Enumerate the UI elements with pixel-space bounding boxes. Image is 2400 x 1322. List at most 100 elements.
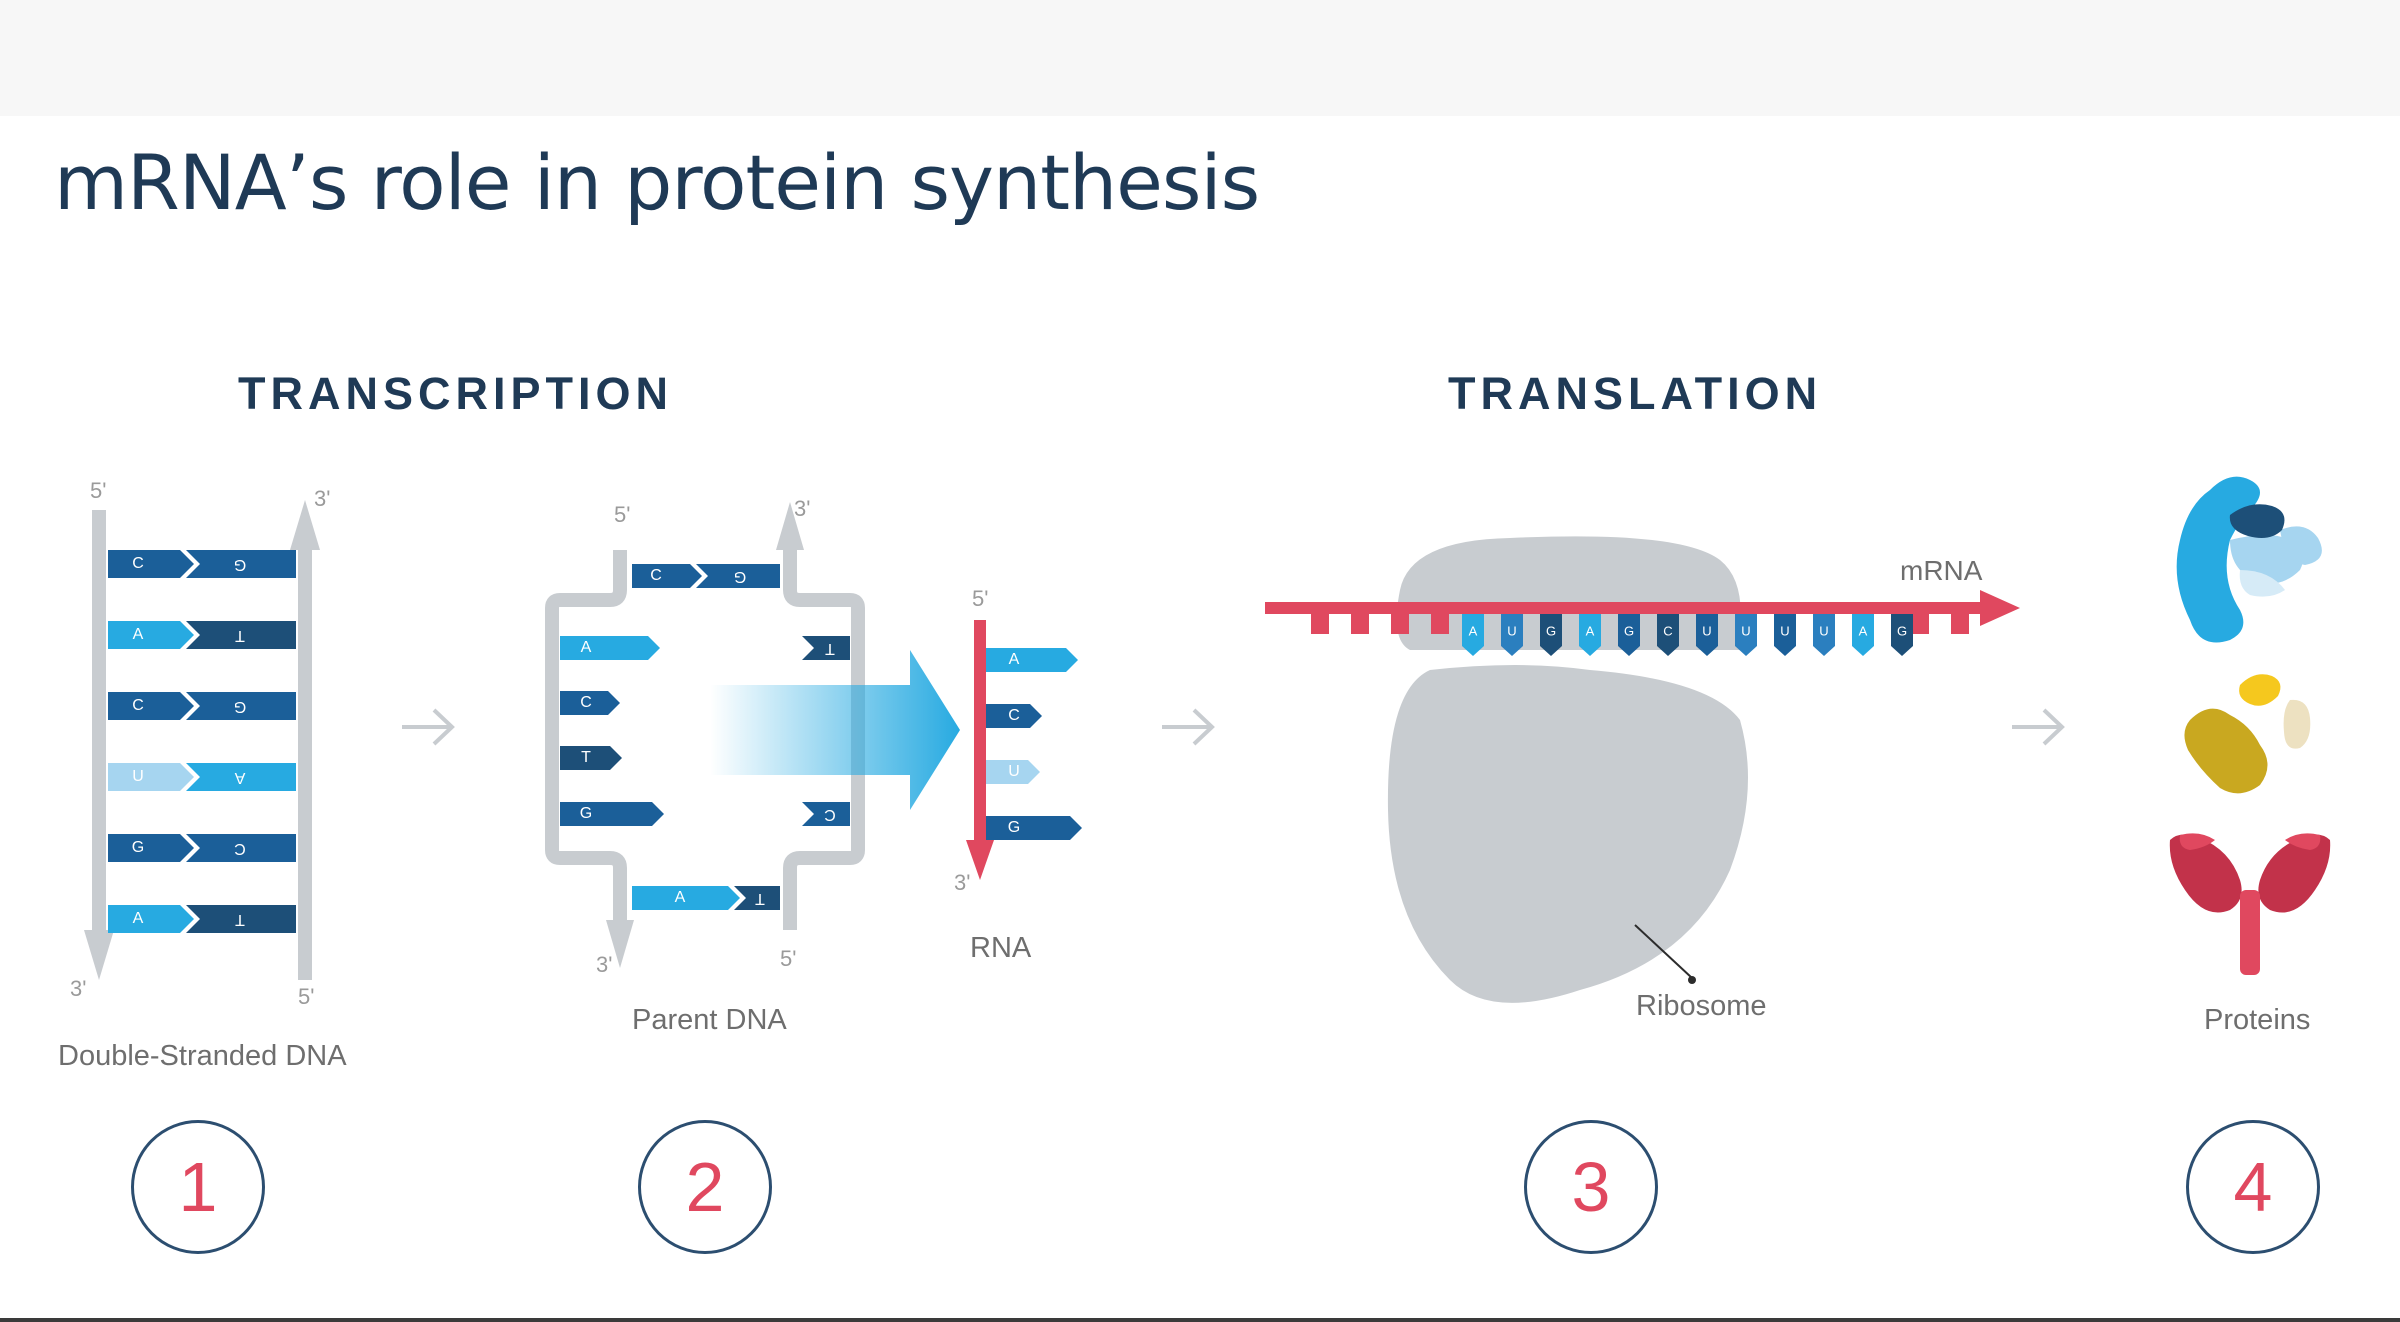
rna-base-letter: C — [1008, 707, 1020, 724]
rna-label-5: 5' — [972, 586, 988, 611]
dna1-label-5-bottom: 5' — [298, 984, 314, 1009]
dna-base-left — [108, 621, 194, 649]
parent-dna-base-letter: T — [825, 640, 835, 657]
parent-dna-base-letter: A — [581, 639, 592, 656]
dna2-label-5-bottom: 5' — [780, 946, 796, 971]
label-proteins: Proteins — [2204, 1004, 2311, 1036]
ribosome-pointer — [1634, 924, 1693, 979]
page-title: mRNA’s role in protein synthesis — [54, 138, 1260, 227]
proteins-diagram — [2169, 476, 2331, 975]
dna-base-right — [186, 692, 296, 720]
dna-base-right — [186, 834, 296, 862]
dna1-label-3-top: 3' — [314, 486, 330, 511]
mrna-codon-base — [1852, 614, 1874, 656]
mrna-codon-letter: U — [1741, 623, 1750, 638]
ribosome-large-subunit — [1387, 665, 1748, 1003]
rna-base-letter: U — [1008, 763, 1020, 780]
dna-base-left — [108, 692, 194, 720]
rna-base — [986, 704, 1042, 728]
dna-base-left — [108, 763, 194, 791]
rna-base-letter: G — [1008, 819, 1020, 836]
dna1-label-3-bottom: 3' — [70, 976, 86, 1001]
parent-dna-left-arrowhead — [606, 920, 634, 968]
dna-base-left-letter: G — [132, 839, 144, 856]
mrna-codon-base — [1540, 614, 1562, 656]
mrna-tick — [1351, 614, 1369, 634]
mrna-tick — [1391, 614, 1409, 634]
protein-red-antibody-icon — [2169, 833, 2331, 975]
parent-dna-left-base — [560, 746, 622, 770]
dna-base-left-letter: C — [132, 555, 144, 572]
dna-base-left-letter: C — [132, 697, 144, 714]
mrna-codon-base — [1657, 614, 1679, 656]
parent-dna-left-strand — [545, 550, 627, 930]
parent-dna-right-base — [802, 636, 850, 660]
dna-base-left-letter: A — [133, 626, 144, 643]
mrna-codon-letter: C — [1663, 623, 1672, 638]
step-circle-3: 3 — [1524, 1120, 1658, 1254]
dna2-label-5-top: 5' — [614, 502, 630, 527]
mrna-codon-letter: U — [1780, 623, 1789, 638]
step-circle-1: 1 — [131, 1120, 265, 1254]
mrna-codon-letter: U — [1702, 623, 1711, 638]
protein-blue-icon — [2176, 476, 2322, 643]
step-circle-2: 2 — [638, 1120, 772, 1254]
parent-dna-left-base — [560, 636, 660, 660]
parent-dna-base-letter: A — [675, 889, 686, 906]
dna-base-right — [186, 550, 296, 578]
dna-base-left — [108, 550, 194, 578]
dna-base-left-letter: U — [132, 768, 144, 785]
ribosome-pointer-dot — [1688, 976, 1696, 984]
dna-backbone-right-arrowhead — [290, 500, 320, 550]
rna-backbone-arrowhead — [966, 840, 994, 880]
dna-backbone-left-arrowhead — [84, 930, 114, 980]
rna-base — [986, 760, 1040, 784]
parent-dna-left-base — [560, 802, 664, 826]
dna1-label-5-top: 5' — [90, 478, 106, 503]
parent-dna-bottom-right-base — [734, 886, 780, 910]
parent-dna-base-letter: T — [581, 749, 591, 766]
mrna-tick — [1951, 614, 1969, 634]
mrna-codon-letter: U — [1819, 623, 1828, 638]
mrna-tick — [1431, 614, 1449, 634]
dna-base-right-letter: C — [234, 840, 246, 857]
parent-dna-left-base — [560, 691, 620, 715]
section-heading-translation: TRANSLATION — [1448, 368, 1823, 419]
dna-base-right — [186, 905, 296, 933]
dna-backbone-left — [92, 510, 106, 940]
dna-base-right-letter: G — [234, 698, 246, 715]
mrna-codon-base — [1618, 614, 1640, 656]
parent-dna-bottom-left-base — [632, 886, 740, 910]
parent-dna-base-letter: T — [755, 890, 765, 907]
parent-dna-top-left-base — [632, 564, 702, 588]
dna-backbone-right — [298, 540, 312, 980]
label-double-stranded-dna: Double-Stranded DNA — [58, 1040, 347, 1072]
mrna-codon-base — [1813, 614, 1835, 656]
dna2-label-3-top: 3' — [794, 496, 810, 521]
mrna-codon-letter: U — [1507, 623, 1516, 638]
mrna-codon-base — [1501, 614, 1523, 656]
label-ribosome: Ribosome — [1636, 990, 1767, 1022]
parent-dna-base-letter: C — [650, 567, 662, 584]
parent-dna-right-arrowhead — [776, 502, 804, 550]
rna-backbone — [974, 620, 986, 850]
mrna-codon-letter: G — [1546, 623, 1556, 638]
flow-arrow-3 — [2012, 708, 2065, 746]
flow-arrow-1 — [402, 708, 455, 746]
parent-dna-base-letter: G — [734, 568, 746, 585]
mrna-codon-letter: A — [1859, 623, 1868, 638]
parent-dna-base-letter: C — [580, 694, 592, 711]
mrna-tick — [1911, 614, 1929, 634]
mrna-codon-base — [1891, 614, 1913, 656]
parent-dna-top-right-base — [696, 564, 780, 588]
dna-base-right-letter: T — [235, 627, 245, 644]
dna-base-right-letter: T — [235, 911, 245, 928]
flow-arrow-2 — [1162, 708, 1215, 746]
rna-base — [986, 816, 1082, 840]
mrna-codon-letter: A — [1586, 623, 1595, 638]
dna-base-right-letter: A — [234, 769, 245, 786]
mrna-codon-letter: G — [1897, 623, 1907, 638]
